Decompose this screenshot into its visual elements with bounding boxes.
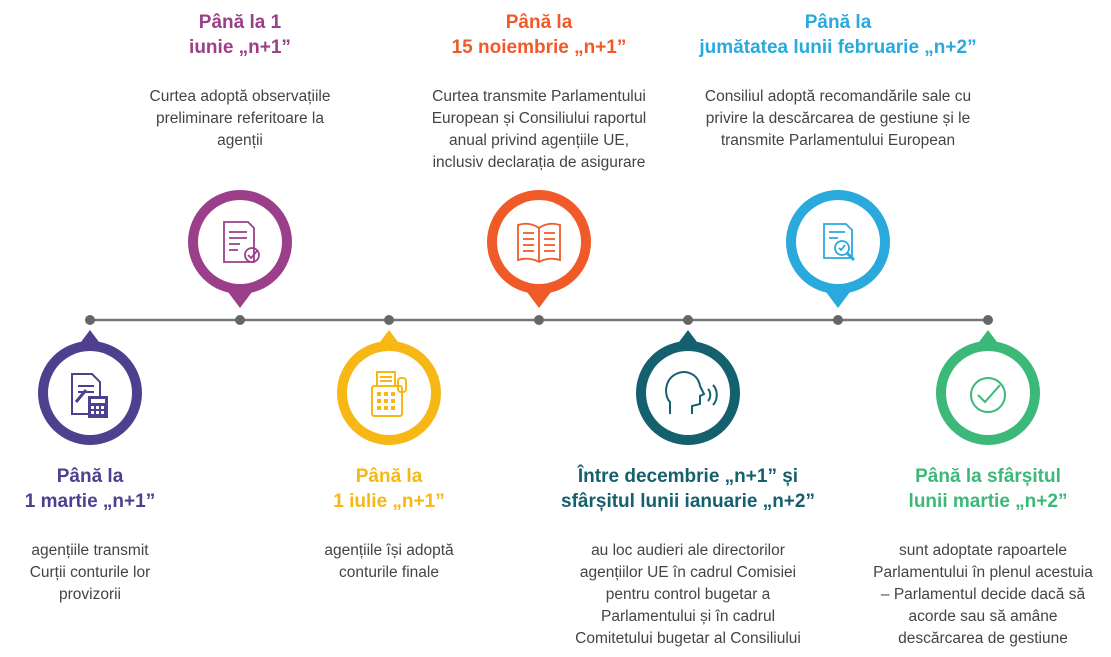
milestone-5-description: au loc audieri ale directorilor agențiil… [575, 542, 801, 647]
timeline-dot [983, 315, 993, 325]
milestone-5-pin [636, 330, 740, 445]
document-calculator-icon [71, 373, 108, 418]
milestone-4-pin [487, 190, 591, 308]
milestone-6-title: Până la jumătatea lunii februarie „n+2” [699, 12, 977, 58]
milestone-2-description: Curtea adoptă observațiile preliminare r… [149, 88, 331, 149]
milestone-2-pin [188, 190, 292, 308]
milestone-7-title: Până la sfârșitul lunii martie „n+2” [908, 466, 1068, 512]
speaking-head-icon [665, 371, 718, 414]
timeline-dot [683, 315, 693, 325]
milestone-4-description: Curtea transmite Parlamentului European … [431, 88, 647, 171]
timeline-dot [85, 315, 95, 325]
milestone-3-pin [337, 330, 441, 445]
timeline-dots [85, 315, 993, 325]
timeline-dot [833, 315, 843, 325]
milestone-7-pin [936, 330, 1040, 445]
milestone-1-pin [38, 330, 142, 445]
timeline-dot [384, 315, 394, 325]
open-book-icon [517, 222, 561, 264]
document-check-icon [223, 221, 260, 263]
milestone-4-title: Până la 15 noiembrie „n+1” [451, 12, 627, 58]
milestone-3-description: agențiile își adoptă conturile finale [324, 542, 454, 581]
timeline-dot [235, 315, 245, 325]
milestone-6-description: Consiliul adoptă recomandările sale cu p… [704, 88, 972, 149]
milestone-7-description: sunt adoptate rapoartele Parlamentului î… [873, 542, 1093, 647]
milestone-1-description: agențiile transmit Curții conturile lor … [29, 542, 151, 603]
milestone-5-title: Între decembrie „n+1” și sfârșitul lunii… [561, 466, 815, 512]
timeline-dot [534, 315, 544, 325]
milestone-1-title: Până la 1 martie „n+1” [24, 466, 156, 512]
fax-machine-icon [371, 371, 407, 417]
milestone-3-title: Până la 1 iulie „n+1” [333, 466, 445, 512]
milestone-6-pin [786, 190, 890, 308]
milestone-2-title: Până la 1 iunie „n+1” [189, 12, 291, 58]
document-search-icon [823, 223, 856, 262]
check-circle-icon [970, 377, 1006, 413]
